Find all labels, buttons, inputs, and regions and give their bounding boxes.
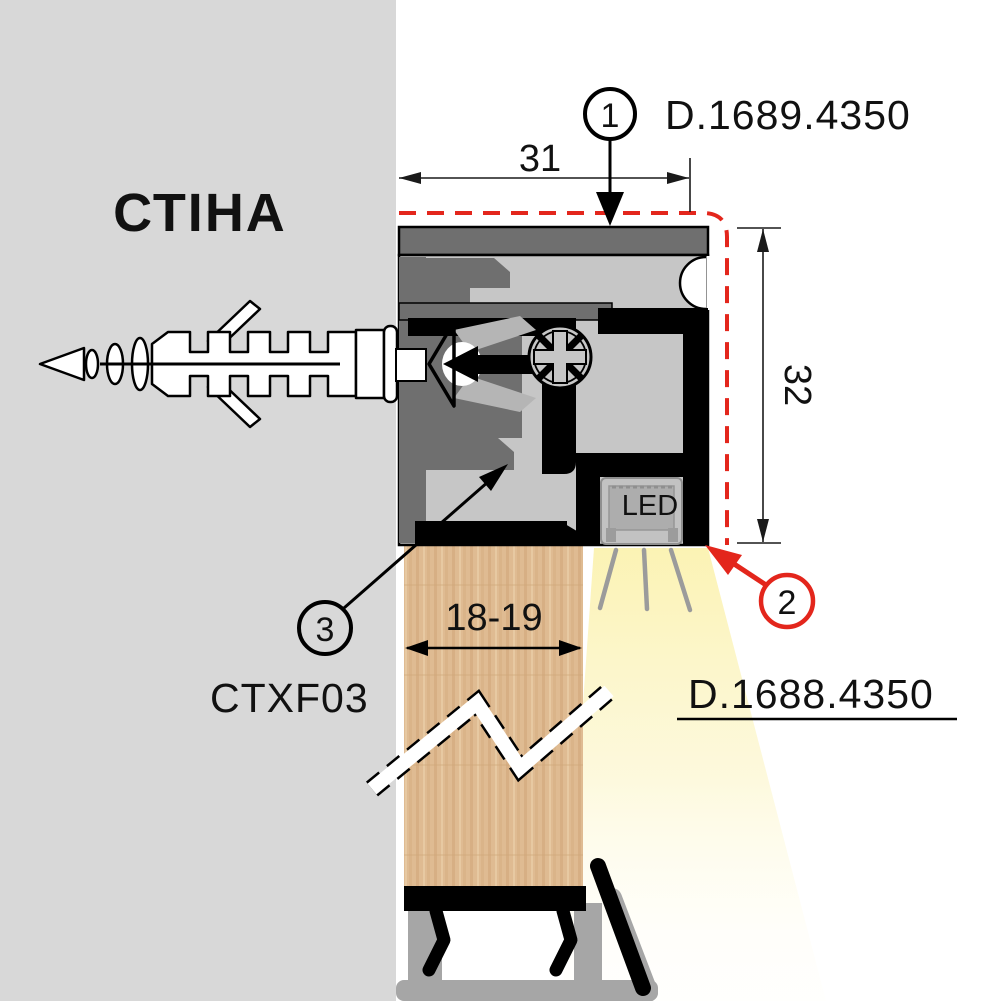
pozidriv-recess <box>533 330 587 384</box>
led-label: LED <box>622 490 678 522</box>
callout-2-number: 2 <box>778 584 797 622</box>
dim-top-width-value: 31 <box>519 138 561 180</box>
break-line <box>365 683 616 797</box>
wall-label: СТІНА <box>113 183 287 243</box>
callout-3-number: 3 <box>316 611 335 649</box>
profile-top-flange <box>397 225 710 257</box>
anchor-slot <box>395 348 427 382</box>
screw-head <box>527 324 593 390</box>
dim-panel-thickness-value: 18-19 <box>445 597 542 639</box>
bottom-profile-label: D.1688.4350 <box>677 671 957 721</box>
led-light-beam <box>562 547 826 1001</box>
dimension-panel-thickness: 18-19 <box>405 597 582 656</box>
screw-axis-arrow <box>443 346 478 382</box>
dimension-side-height: 32 <box>737 227 818 544</box>
callout-1: 1 D.1689.4350 <box>583 87 911 226</box>
anchor-collar <box>354 328 386 400</box>
callout-2-arrowhead <box>705 545 742 575</box>
callout-3: 3 CTXF03 <box>210 464 508 721</box>
bottom-track-profile <box>396 858 658 1001</box>
profile-notch <box>678 255 707 311</box>
callout-3-arrowhead <box>479 464 508 491</box>
callout-1-circle <box>583 87 637 141</box>
clip-code: CTXF03 <box>210 675 369 721</box>
dimension-top-width: 31 <box>399 138 691 212</box>
red-dashed-outline <box>399 211 729 545</box>
main-profile-section: LED <box>395 225 717 547</box>
callout-3-circle <box>297 600 353 656</box>
callout-1-arrowhead <box>596 192 624 226</box>
screw-tip <box>38 346 86 382</box>
callout-1-number: 1 <box>601 97 620 135</box>
callout-2: 2 <box>705 545 816 630</box>
led-channel-profile <box>415 308 708 546</box>
light-rays <box>597 547 693 613</box>
wall-anchor-screw-illustration <box>38 299 399 429</box>
led-module: LED <box>600 477 683 545</box>
wall-area <box>0 0 396 1001</box>
top-profile-code: D.1689.4350 <box>665 92 911 138</box>
bottom-profile-code: D.1688.4350 <box>688 671 934 717</box>
callout-2-circle <box>758 572 816 630</box>
light-beam-shape <box>562 548 826 1001</box>
dim-side-height-value: 32 <box>776 364 818 406</box>
